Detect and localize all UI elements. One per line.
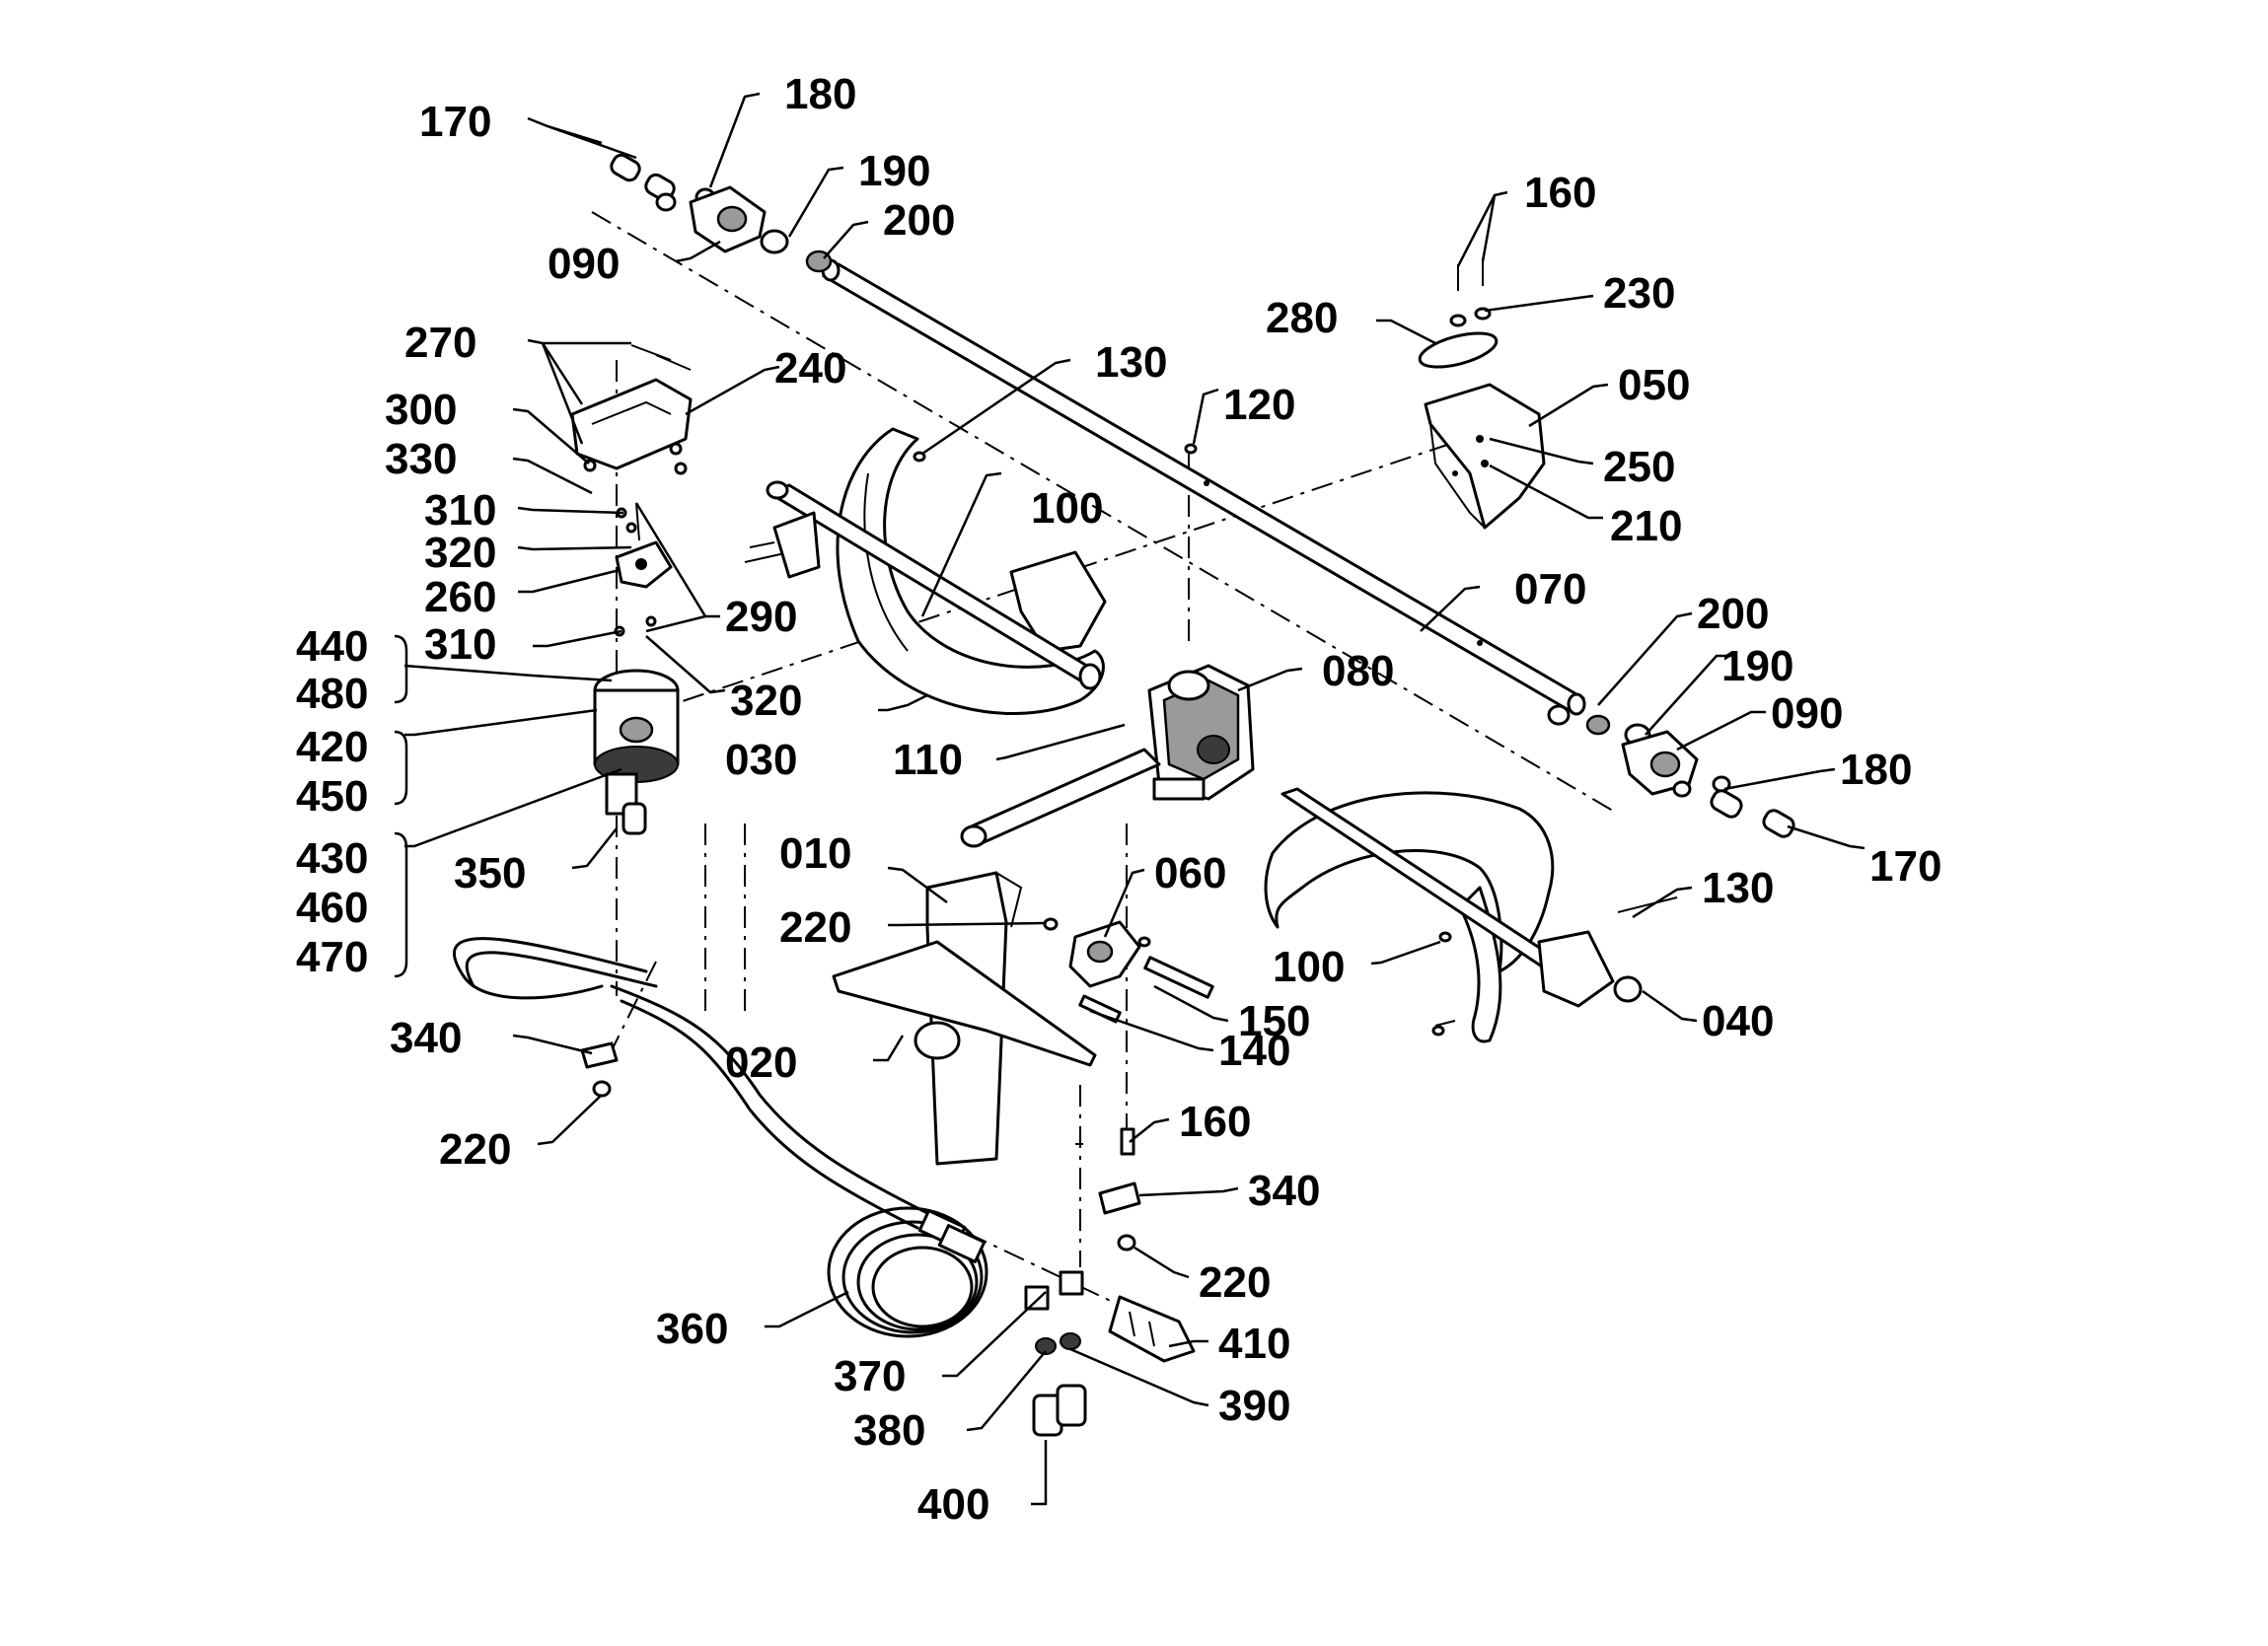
clamps-fasteners [580,443,1452,1252]
callout-370: 370 [834,1352,906,1400]
callout-160-a: 160 [1524,169,1596,217]
callout-330: 330 [385,435,457,483]
callout-090-a: 090 [548,240,620,288]
callout-040: 040 [1702,997,1774,1045]
callout-410: 410 [1218,1320,1290,1368]
callout-190-a: 190 [858,147,930,195]
callout-130-b: 130 [1702,864,1774,912]
discharge-chute [832,871,1214,1166]
callout-050: 050 [1618,361,1690,409]
callout-440: 440 [296,622,368,671]
auger-flighting-030 [744,427,1107,715]
callout-460: 460 [296,884,368,932]
callout-090-b: 090 [1771,689,1843,738]
callout-120: 120 [1223,381,1295,429]
callout-labels: 170 180 190 200 090 160 230 280 050 250 … [296,70,1941,1529]
callout-140: 140 [1218,1027,1290,1075]
callout-320-a: 320 [424,529,496,577]
callout-190-b: 190 [1721,642,1793,690]
motor-assembly [570,344,693,835]
callout-390: 390 [1218,1382,1290,1430]
leader-lines [403,92,1866,1506]
callout-300: 300 [385,386,457,434]
callout-430: 430 [296,834,368,883]
callout-270: 270 [404,319,476,367]
callout-210: 210 [1610,502,1682,550]
callout-030: 030 [725,736,797,784]
callout-200-a: 200 [883,196,955,245]
callout-110: 110 [893,736,963,784]
callout-380: 380 [853,1406,925,1455]
callout-360: 360 [656,1305,728,1353]
callout-450: 450 [296,772,368,821]
callout-290: 290 [725,593,797,641]
callout-310-b: 310 [424,620,496,669]
callout-150: 150 [1238,997,1310,1045]
callout-420: 420 [296,723,368,771]
callout-060: 060 [1154,849,1226,897]
callout-340-a: 340 [390,1014,462,1062]
callout-170-b: 170 [1869,842,1941,891]
callout-160-b: 160 [1179,1098,1251,1146]
left-bearing-group [610,153,833,273]
callout-350: 350 [454,849,526,897]
auger-flighting-040 [1264,787,1678,1043]
callout-010: 010 [779,829,851,878]
callout-480: 480 [296,670,368,718]
callout-240: 240 [774,344,846,393]
callout-020: 020 [725,1038,797,1087]
callout-470: 470 [296,933,368,981]
callout-340-b: 340 [1248,1167,1320,1215]
gearbox-080 [960,664,1255,848]
callout-130-a: 130 [1095,338,1167,387]
callout-220-b: 220 [439,1125,511,1174]
callout-260: 260 [424,573,496,621]
callout-280: 280 [1266,294,1338,342]
callout-180-b: 180 [1840,746,1912,794]
group-brackets [394,634,408,978]
callout-220-a: 220 [779,903,851,952]
callout-230: 230 [1603,269,1675,318]
right-bearing-group [1547,704,1795,838]
callout-080: 080 [1322,647,1394,695]
callout-400: 400 [917,1480,989,1529]
callout-170-a: 170 [419,98,491,146]
callout-220-c: 220 [1199,1258,1271,1307]
callout-310-a: 310 [424,486,496,535]
callout-200-b: 200 [1697,590,1769,638]
callout-320-b: 320 [730,677,802,725]
hanger-bracket-050 [1418,258,1546,530]
callout-100-a: 100 [1031,484,1103,533]
hydraulic-hoses [452,937,1196,1437]
callout-250: 250 [1603,443,1675,491]
callout-100-b: 100 [1273,943,1345,991]
callout-070: 070 [1514,565,1586,613]
callout-180-a: 180 [784,70,856,118]
